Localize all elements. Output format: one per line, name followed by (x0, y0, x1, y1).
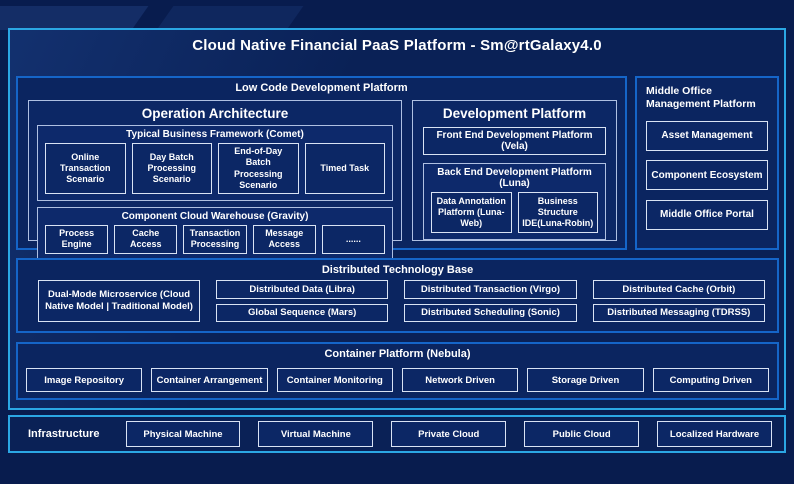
node-network-driven: Network Driven (401, 368, 519, 392)
distributed-technology-base-title: Distributed Technology Base (321, 264, 474, 276)
typical-business-items: Online Transaction Scenario Day Batch Pr… (38, 143, 392, 200)
component-cloud-warehouse-title: Component Cloud Warehouse (Gravity) (121, 211, 309, 222)
group-development-platform: Development Platform Front End Developme… (412, 100, 617, 241)
node-business-structure-ide-luna-robin: Business Structure IDE(Luna-Robin) (517, 192, 598, 233)
group-component-cloud-warehouse: Component Cloud Warehouse (Gravity) Proc… (37, 207, 393, 261)
node-end-of-day-batch-processing-scenario: End-of-Day Batch Processing Scenario (218, 143, 299, 194)
node-distributed-scheduling-sonic: Distributed Scheduling (Sonic) (404, 303, 577, 322)
container-platform-items: Image Repository Container Arrangement C… (18, 360, 777, 400)
node-global-sequence-mars: Global Sequence (Mars) (216, 303, 389, 322)
node-computing-driven: Computing Driven (652, 368, 769, 392)
operation-architecture-title: Operation Architecture (141, 106, 289, 121)
section-middle-office-management-platform: Middle Office Management Platform Asset … (635, 76, 779, 250)
section-infrastructure: Infrastructure Physical Machine Virtual … (8, 415, 786, 453)
node-transaction-processing: Transaction Processing (183, 225, 247, 254)
page-title: Cloud Native Financial PaaS Platform - S… (192, 37, 602, 54)
node-public-cloud: Public Cloud (524, 421, 640, 447)
low-code-platform-label: Low Code Development Platform (235, 82, 408, 94)
node-asset-management: Asset Management (646, 120, 768, 151)
development-platform-title: Development Platform (442, 106, 587, 121)
distributed-content: Dual-Mode Microservice (Cloud Native Mod… (18, 276, 777, 330)
node-front-end-development-platform-vela: Front End Development Platform (Vela) (423, 127, 606, 155)
node-process-engine: Process Engine (45, 225, 109, 254)
node-dual-mode-microservice: Dual-Mode Microservice (Cloud Native Mod… (38, 280, 200, 322)
node-private-cloud: Private Cloud (391, 421, 507, 447)
section-low-code-development-platform: Low Code Development Platform Operation … (16, 76, 627, 261)
node-timed-task: Timed Task (304, 143, 385, 194)
back-end-items: Data Annotation Platform (Luna-Web) Busi… (424, 192, 605, 239)
distributed-column-3: Distributed Cache (Orbit) Distributed Me… (592, 280, 765, 322)
infrastructure-label: Infrastructure (28, 428, 100, 440)
middle-office-title: Middle Office Management Platform (646, 85, 756, 111)
node-message-access: Message Access (252, 225, 316, 254)
typical-business-framework-title: Typical Business Framework (Comet) (126, 129, 304, 140)
node-middle-office-portal: Middle Office Portal (646, 199, 768, 230)
node-cache-access: Cache Access (114, 225, 178, 254)
node-data-annotation-platform-luna-web: Data Annotation Platform (Luna-Web) (431, 192, 512, 233)
middle-office-items: Asset Management Component Ecosystem Mid… (646, 111, 768, 239)
node-distributed-data-libra: Distributed Data (Libra) (216, 280, 389, 299)
decorative-stripe (0, 6, 149, 30)
node-image-repository: Image Repository (26, 368, 143, 392)
distributed-column-2: Distributed Transaction (Virgo) Distribu… (404, 280, 577, 322)
node-component-ecosystem: Component Ecosystem (646, 160, 768, 191)
component-cloud-items: Process Engine Cache Access Transaction … (38, 225, 392, 260)
distributed-column-1: Distributed Data (Libra) Global Sequence… (216, 280, 389, 322)
section-container-platform-nebula: Container Platform (Nebula) Image Reposi… (16, 342, 779, 400)
node-distributed-cache-orbit: Distributed Cache (Orbit) (592, 280, 765, 299)
container-platform-title: Container Platform (Nebula) (324, 348, 471, 360)
node-ellipsis: ...... (321, 225, 386, 254)
section-distributed-technology-base: Distributed Technology Base Dual-Mode Mi… (16, 258, 779, 333)
decorative-stripe (156, 6, 304, 30)
node-container-arrangement: Container Arrangement (151, 368, 268, 392)
node-container-monitoring: Container Monitoring (276, 368, 393, 392)
node-distributed-messaging-tdrss: Distributed Messaging (TDRSS) (592, 303, 765, 322)
group-operation-architecture: Operation Architecture Typical Business … (28, 100, 402, 261)
node-day-batch-processing-scenario: Day Batch Processing Scenario (131, 143, 212, 194)
back-end-development-platform-title: Back End Development Platform (Luna) (437, 167, 592, 189)
platform-diagram-frame: Cloud Native Financial PaaS Platform - S… (8, 28, 786, 410)
group-back-end-development-platform: Back End Development Platform (Luna) Dat… (423, 163, 606, 240)
node-distributed-transaction-virgo: Distributed Transaction (Virgo) (404, 280, 577, 299)
node-online-transaction-scenario: Online Transaction Scenario (45, 143, 126, 194)
node-physical-machine: Physical Machine (125, 421, 241, 447)
node-virtual-machine: Virtual Machine (258, 421, 374, 447)
node-localized-hardware: Localized Hardware (657, 421, 772, 447)
node-storage-driven: Storage Driven (527, 368, 644, 392)
group-typical-business-framework: Typical Business Framework (Comet) Onlin… (37, 125, 393, 201)
